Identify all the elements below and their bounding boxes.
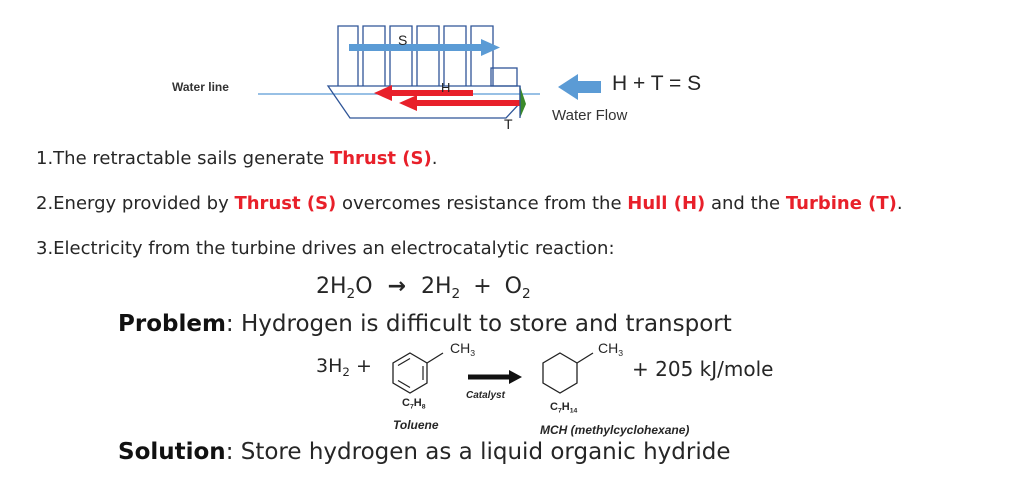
toluene-structure — [392, 352, 444, 394]
reactant-h2o-h: 2H — [316, 274, 347, 299]
point-1: 1.The retractable sails generate Thrust … — [36, 148, 437, 169]
reactant-h2o-o: O — [355, 274, 373, 299]
problem-text: : Hydrogen is difficult to store and tra… — [225, 311, 732, 337]
h2-coef: 3H — [316, 355, 343, 377]
toluene-name: Toluene — [393, 418, 439, 432]
hull-label: H — [441, 80, 451, 95]
point-2-text: 2.Energy provided by — [36, 193, 235, 214]
catalyst-label: Catalyst — [466, 390, 505, 401]
point-2-mid-2: and the — [705, 193, 786, 214]
mch-structure — [542, 352, 594, 394]
h2-sub: 2 — [342, 365, 350, 380]
hull — [326, 85, 521, 119]
h2-plus: + — [355, 355, 372, 377]
mch-name: MCH (methylcyclohexane) — [540, 423, 690, 437]
turbine — [520, 86, 526, 118]
ship-diagram — [258, 25, 601, 119]
hull-highlight: Hull (H) — [627, 193, 706, 214]
mch-formula: C7H14 — [550, 401, 578, 415]
thrust-highlight: Thrust (S) — [329, 148, 432, 169]
thrust-highlight-2: Thrust (S) — [234, 193, 337, 214]
product-h2: 2H — [420, 274, 452, 299]
reaction-arrow: → — [387, 274, 406, 299]
water-line-label: Water line — [172, 80, 229, 94]
reactant-h2o-sub: 2 — [346, 285, 356, 302]
solution-statement: Solution: Store hydrogen as a liquid org… — [118, 439, 730, 465]
water-flow-label: Water Flow — [552, 107, 628, 124]
equation-label: H + T = S — [612, 72, 702, 95]
catalyst-arrow — [468, 370, 522, 384]
point-2-end: . — [896, 193, 903, 214]
toluene-formula: C7H8 — [402, 397, 426, 411]
point-2-mid-1: overcomes resistance from the — [336, 193, 628, 214]
toluene-ch3-label: CH3 — [450, 340, 476, 359]
thrust-arrow — [349, 39, 500, 56]
point-1-end: . — [431, 148, 438, 169]
water-splitting-reaction: 2H2O → 2H2 + O2 — [316, 274, 531, 302]
hydride-h2-reactant: 3H2 + — [316, 355, 372, 379]
solution-text: : Store hydrogen as a liquid organic hyd… — [225, 439, 731, 465]
turbine-highlight: Turbine (T) — [785, 193, 897, 214]
reaction-plus: + — [473, 274, 492, 299]
solution-label: Solution — [118, 439, 226, 465]
sail-label: S — [398, 32, 408, 48]
turbine-resistance-arrow — [399, 95, 520, 111]
hull-resistance-arrow — [374, 85, 473, 101]
point-2: 2.Energy provided by Thrust (S) overcome… — [36, 193, 903, 214]
sails — [337, 25, 518, 87]
product-h2-sub: 2 — [451, 285, 461, 302]
product-o2: O — [504, 274, 522, 299]
turbine-label: T — [504, 116, 513, 132]
problem-statement: Problem: Hydrogen is difficult to store … — [118, 311, 732, 337]
reaction-energy: + 205 kJ/mole — [632, 357, 774, 381]
problem-label: Problem — [118, 311, 226, 337]
point-1-text: 1.The retractable sails generate — [36, 148, 330, 169]
product-o2-sub: 2 — [521, 285, 531, 302]
water-flow-arrow — [558, 74, 601, 100]
point-3: 3.Electricity from the turbine drives an… — [36, 238, 615, 259]
mch-ch3-label: CH3 — [598, 340, 624, 359]
